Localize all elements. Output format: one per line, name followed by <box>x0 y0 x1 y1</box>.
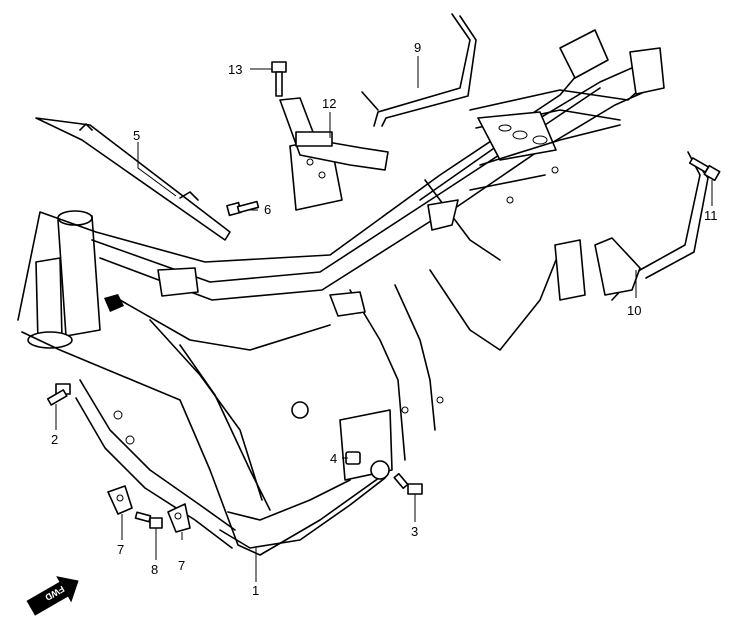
bolt-part-3 <box>393 472 423 495</box>
callout-8: 8 <box>151 562 158 577</box>
main-frame <box>17 29 665 556</box>
bracket-part-7-right <box>167 503 191 533</box>
callout-6: 6 <box>264 202 271 217</box>
callout-1: 1 <box>252 583 259 598</box>
callout-11: 11 <box>704 208 718 223</box>
callout-10: 10 <box>627 303 641 318</box>
callout-7-left: 7 <box>117 542 124 557</box>
bolt-part-11 <box>688 157 721 182</box>
callout-7-right: 7 <box>178 558 185 573</box>
rail-part-9 <box>361 13 477 127</box>
bracket-part-10 <box>594 151 709 301</box>
callout-2: 2 <box>51 432 58 447</box>
nut-part-4 <box>345 451 361 465</box>
callouts: 1 2 3 4 5 6 7 7 8 9 10 11 12 13 <box>51 40 718 598</box>
bolt-part-13 <box>271 61 287 97</box>
fwd-arrow-icon: FWD <box>26 576 79 616</box>
bolt-part-6 <box>226 200 260 217</box>
callout-3: 3 <box>411 524 418 539</box>
callout-5: 5 <box>133 128 140 143</box>
leader-lines <box>55 56 713 582</box>
bracket-part-12 <box>279 97 389 211</box>
bracket-part-7-left <box>107 485 133 515</box>
callout-13: 13 <box>228 62 242 77</box>
callout-4: 4 <box>330 451 337 466</box>
bolt-part-8 <box>134 511 163 529</box>
bracket-part-5 <box>35 117 231 241</box>
bolt-part-2 <box>46 383 71 406</box>
callout-9: 9 <box>414 40 421 55</box>
callout-12: 12 <box>322 96 336 111</box>
